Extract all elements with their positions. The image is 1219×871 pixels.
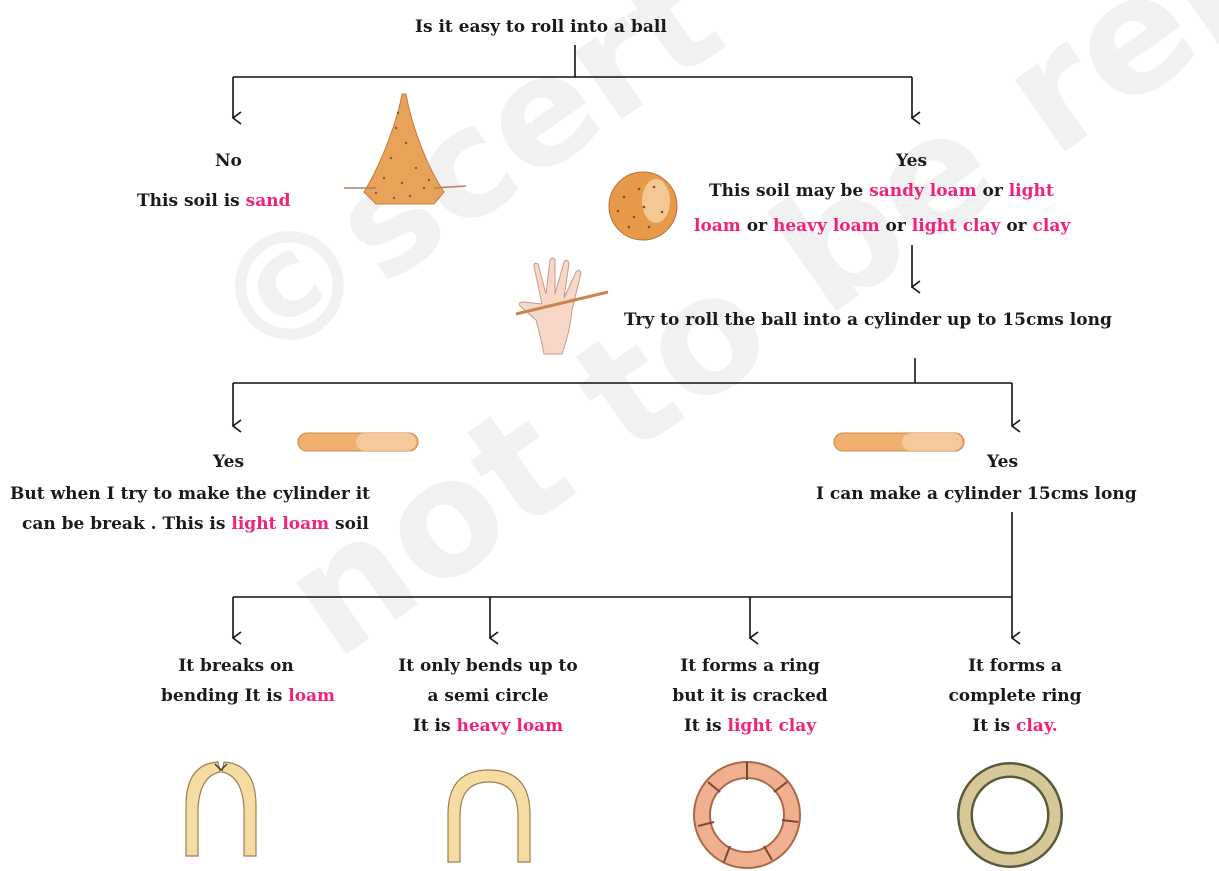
broken-arch-image xyxy=(174,756,268,860)
outcome-loam: It breaks on bending It is loam xyxy=(161,651,311,711)
yes-answer: Yes xyxy=(896,146,927,176)
right-yes-line1: I can make a cylinder 15cms long xyxy=(816,479,1137,509)
left-yes-answer: Yes xyxy=(213,447,244,477)
complete-ring-image xyxy=(955,760,1065,870)
left-yes-line1: But when I try to make the cylinder it xyxy=(10,479,370,509)
soil-ball-image xyxy=(604,167,682,245)
hand-rolling-image xyxy=(512,254,612,358)
sand-result: This soil is sand xyxy=(137,186,291,216)
outcome-light-clay: It forms a ring but it is cracked It is … xyxy=(660,651,840,741)
cylinder-image-right xyxy=(832,430,966,454)
sand-cone-image xyxy=(336,88,471,213)
cylinder-step: Try to roll the ball into a cylinder up … xyxy=(624,305,1112,335)
right-yes-answer: Yes xyxy=(987,447,1018,477)
light-loam-result: can be break . This is light loam soil xyxy=(22,509,369,539)
cracked-ring-image xyxy=(692,760,802,870)
root-question: Is it easy to roll into a ball xyxy=(415,12,667,42)
cylinder-image-left xyxy=(296,430,420,454)
outcome-heavy-loam: It only bends up to a semi circle It is … xyxy=(378,651,598,741)
outcome-clay: It forms a complete ring It is clay. xyxy=(930,651,1100,741)
yes-soil-options-line1: This soil may be sandy loam or light xyxy=(709,176,1054,206)
yes-soil-options-line2: loam or heavy loam or light clay or clay xyxy=(694,211,1070,241)
no-answer: No xyxy=(215,146,242,176)
semicircle-arch-image xyxy=(440,766,538,866)
